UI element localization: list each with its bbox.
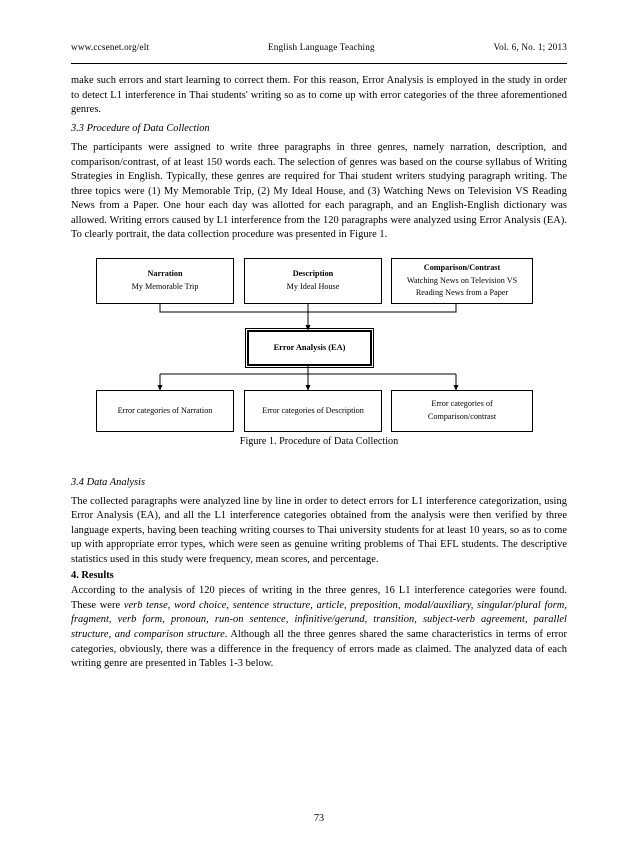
content-upper: make such errors and start learning to c…: [71, 74, 567, 244]
page-footer: 73: [0, 812, 638, 826]
figure-node-comparison-topic-line1: Watching News on Television VS: [406, 275, 518, 285]
figure-node-narration-topic: My Memorable Trip: [131, 282, 199, 291]
page-number: 73: [314, 813, 324, 824]
figure-1: Narration My Memorable Trip Description …: [71, 252, 567, 454]
figure-node-categories-comparison-line2: Comparison/contrast: [427, 412, 497, 421]
header-volume-issue: Vol. 6, No. 1; 2013: [493, 42, 567, 52]
content-lower: 3.4 Data Analysis The collected paragrap…: [71, 471, 567, 672]
figure-1-diagram: Narration My Memorable Trip Description …: [71, 252, 567, 432]
figure-node-narration-title: Narration: [147, 269, 183, 279]
figure-node-categories-description-label: Error categories of Description: [262, 405, 364, 415]
paragraph-results-part1: According to the analysis of 120 pieces …: [71, 585, 567, 611]
figure-node-narration: Narration My Memorable Trip: [96, 258, 234, 304]
figure-node-comparison: Comparison/Contrast Watching News on Tel…: [391, 258, 533, 304]
figure-1-connectors: [157, 304, 459, 391]
heading-3-4: 3.4 Data Analysis: [71, 476, 145, 488]
paragraph-results: According to the analysis of 120 pieces …: [71, 584, 567, 671]
paragraph-intro: make such errors and start learning to c…: [71, 75, 567, 116]
header-journal-url: www.ccsenet.org/elt: [71, 42, 150, 52]
running-header: www.ccsenet.org/elt English Language Tea…: [71, 41, 567, 64]
paragraph-data-analysis: The collected paragraphs were analyzed l…: [71, 495, 567, 565]
figure-node-comparison-title: Comparison/Contrast: [423, 263, 501, 273]
figure-node-error-analysis-label: Error Analysis (EA): [273, 342, 346, 352]
header-journal-title: English Language Teaching: [267, 42, 375, 52]
paragraph-results-part2: . Although all the three genres shared t…: [71, 628, 567, 670]
figure-node-description-title: Description: [292, 269, 334, 279]
figure-1-caption: Figure 1. Procedure of Data Collection: [239, 436, 399, 447]
figure-node-error-analysis: Error Analysis (EA): [244, 327, 375, 369]
figure-node-categories-description: Error categories of Description: [244, 390, 382, 432]
figure-node-categories-narration-label: Error categories of Narration: [117, 405, 213, 415]
paragraph-procedure: The participants were assigned to write …: [71, 142, 567, 241]
figure-node-categories-narration: Error categories of Narration: [96, 390, 234, 432]
heading-3-3: 3.3 Procedure of Data Collection: [71, 123, 210, 135]
figure-node-description: Description My Ideal House: [244, 258, 382, 304]
paragraph-results-categories: verb tense, word choice, sentence struct…: [71, 599, 567, 640]
figure-node-categories-comparison-line1: Error categories of: [431, 399, 493, 409]
figure-node-description-topic: My Ideal House: [286, 282, 340, 291]
heading-4-results: 4. Results: [71, 569, 114, 581]
figure-node-comparison-topic-line2: Reading News from a Paper: [415, 288, 509, 298]
figure-node-categories-comparison: Error categories of Comparison/contrast: [391, 390, 533, 432]
